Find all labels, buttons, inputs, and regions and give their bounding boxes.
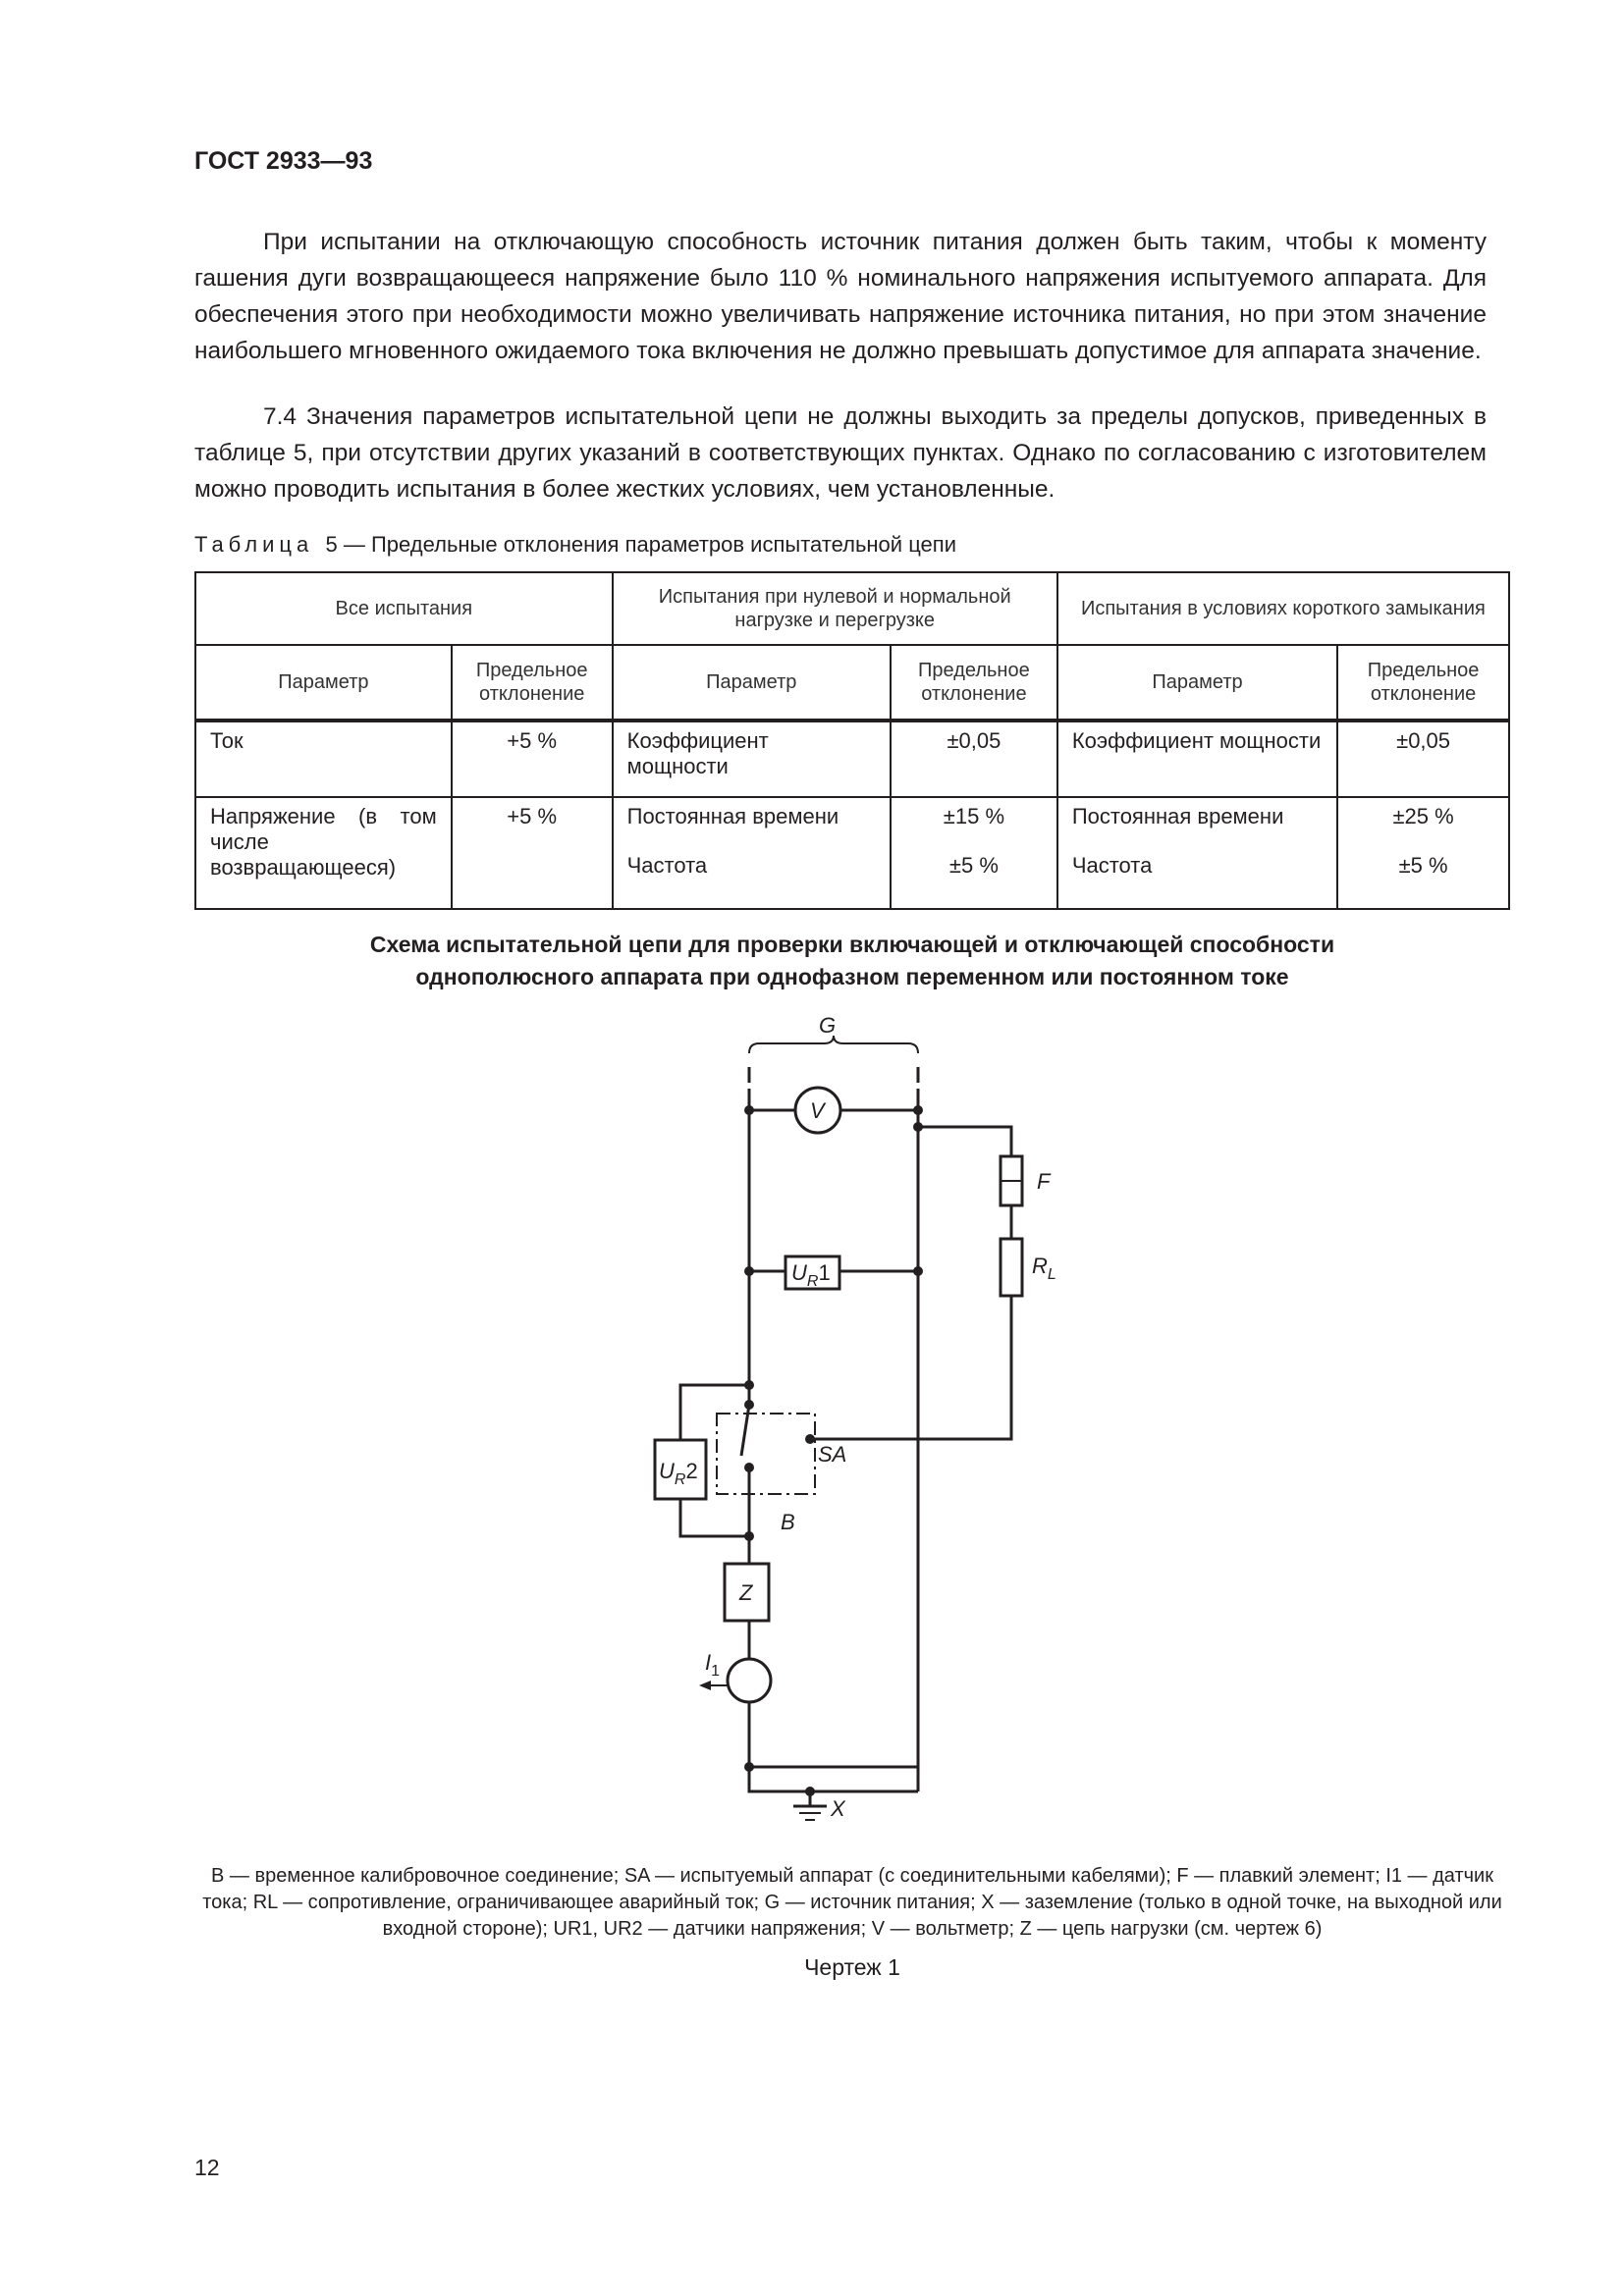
cell-line: ±5 % — [948, 853, 999, 878]
label-z: Z — [738, 1580, 754, 1605]
paragraph-7-4: 7.4 Значения параметров испытательной це… — [194, 403, 1487, 503]
circuit-diagram: G V F RL UR1 UR2 SA B Z I1 X — [653, 1013, 1056, 1821]
scheme-title: Схема испытательной цепи для проверки вк… — [194, 929, 1510, 993]
cell: ±0,05 — [889, 720, 1058, 798]
col-header-deviation: Предельное отклонение — [450, 644, 614, 722]
cell: Коэффициент мощности — [611, 720, 892, 798]
table-row: Ток +5 % Коэффициент мощности ±0,05 Коэф… — [194, 720, 1510, 798]
cell: +5 % — [450, 796, 614, 910]
deviation-table: Все испытания Испытания при нулевой и но… — [194, 571, 1511, 910]
scheme-title-line: однополюсного аппарата при однофазном пе… — [415, 964, 1289, 989]
label-i1: I1 — [705, 1650, 720, 1680]
col-header-param: Параметр — [1056, 644, 1339, 722]
col-header-param: Параметр — [194, 644, 453, 722]
col-header-param: Параметр — [611, 644, 892, 722]
paragraph-breaking-capacity: При испытании на отключающую способность… — [194, 229, 1487, 364]
label-g: G — [819, 1013, 836, 1038]
label-v: V — [810, 1098, 827, 1123]
col-header-deviation: Предельное отклонение — [1336, 644, 1510, 722]
cell: Ток — [194, 720, 453, 798]
cell: ±15 % ±5 % — [889, 796, 1058, 910]
label-b: B — [781, 1510, 795, 1534]
cell: ±25 % ±5 % — [1336, 796, 1510, 910]
cell-line: ±15 % — [943, 804, 1004, 828]
label-ur2: UR2 — [659, 1459, 698, 1488]
figure-legend: B — временное калибровочное соединение; … — [202, 1865, 1502, 1940]
group-header-short-circuit: Испытания в условиях короткого замыкания — [1056, 571, 1511, 646]
label-x: X — [830, 1796, 846, 1821]
label-sa: SA — [818, 1442, 846, 1467]
cell-line: Постоянная времени — [626, 804, 839, 828]
col-header-deviation: Предельное отклонение — [889, 644, 1058, 722]
cell: Постоянная времени Частота — [611, 796, 892, 910]
document-header: ГОСТ 2933—93 — [194, 147, 373, 175]
scheme-title-line: Схема испытательной цепи для проверки вк… — [369, 932, 1335, 957]
group-header-normal-load: Испытания при нулевой и нормальной нагру… — [611, 571, 1058, 646]
label-ur1: UR1 — [791, 1260, 831, 1290]
label-rl: RL — [1032, 1254, 1056, 1283]
cell: Напряжение (в том числе возвращающееся) — [194, 796, 453, 910]
table-row: Напряжение (в том числе возвращающееся) … — [194, 796, 1510, 910]
group-header-all: Все испытания — [194, 571, 614, 646]
cell-line: Частота — [626, 853, 708, 878]
cell-line: Частота — [1071, 853, 1153, 878]
page-number: 12 — [194, 2155, 220, 2180]
cell-line: ±25 % — [1392, 804, 1454, 828]
cell: ±0,05 — [1336, 720, 1510, 798]
cell-line: Постоянная времени — [1071, 804, 1284, 828]
cell: Коэффициент мощности — [1056, 720, 1339, 798]
figure-label: Чертеж 1 — [804, 1954, 900, 1980]
cell: Постоянная времени Частота — [1056, 796, 1339, 910]
cell-line: ±5 % — [1398, 853, 1448, 878]
table-caption: Таблица 5 — Предельные отклонения параме… — [194, 532, 956, 557]
label-f: F — [1037, 1169, 1052, 1194]
cell: +5 % — [450, 720, 614, 798]
